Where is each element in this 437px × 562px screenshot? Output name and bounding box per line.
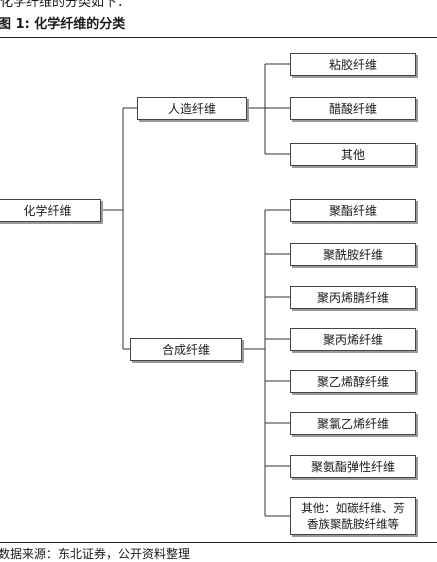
preceding-text: 化学纤维的分类如下：: [0, 0, 131, 10]
title-rule: [0, 37, 437, 38]
leaf-node: 醋酸纤维: [290, 97, 416, 120]
leaf-node: 粘胶纤维: [290, 53, 416, 76]
leaf-node: 其他：如碳纤维、芳 香族聚酰胺纤维等: [290, 497, 416, 535]
leaf-node: 聚丙烯纤维: [290, 328, 416, 351]
leaf-label: 聚氯乙烯纤维: [316, 416, 389, 431]
footer-rule: [0, 542, 437, 543]
branch-node-synthetic: 合成纤维: [130, 338, 242, 361]
branch-node-label: 人造纤维: [167, 101, 216, 116]
leaf-label: 聚酯纤维: [328, 203, 377, 218]
leaf-label: 聚丙烯腈纤维: [316, 290, 389, 305]
leaf-node: 聚丙烯腈纤维: [290, 286, 416, 309]
leaf-label: 其他: [340, 147, 365, 162]
root-node: 化学纤维: [0, 199, 101, 222]
leaf-node: 聚氨酯弹性纤维: [290, 455, 416, 478]
leaf-node: 聚酯纤维: [290, 199, 416, 222]
leaf-label: 聚酰胺纤维: [322, 247, 383, 262]
branch-node-man-made: 人造纤维: [137, 97, 247, 120]
leaf-node: 其他: [290, 143, 416, 166]
leaf-node: 聚乙烯醇纤维: [290, 370, 416, 393]
leaf-label: 粘胶纤维: [328, 57, 377, 72]
branch-node-label: 合成纤维: [161, 342, 210, 357]
leaf-label: 聚乙烯醇纤维: [316, 374, 389, 389]
leaf-label: 醋酸纤维: [328, 101, 377, 116]
source-note: 数据来源：东北证券，公开资料整理: [0, 547, 191, 561]
leaf-label: 聚氨酯弹性纤维: [310, 459, 395, 474]
leaf-label: 聚丙烯纤维: [322, 332, 383, 347]
leaf-label: 其他：如碳纤维、芳 香族聚酰胺纤维等: [301, 501, 405, 531]
leaf-node: 聚酰胺纤维: [290, 243, 416, 266]
figure-title: 图 1: 化学纤维的分类: [0, 17, 126, 32]
root-node-label: 化学纤维: [23, 203, 72, 218]
leaf-node: 聚氯乙烯纤维: [290, 412, 416, 435]
